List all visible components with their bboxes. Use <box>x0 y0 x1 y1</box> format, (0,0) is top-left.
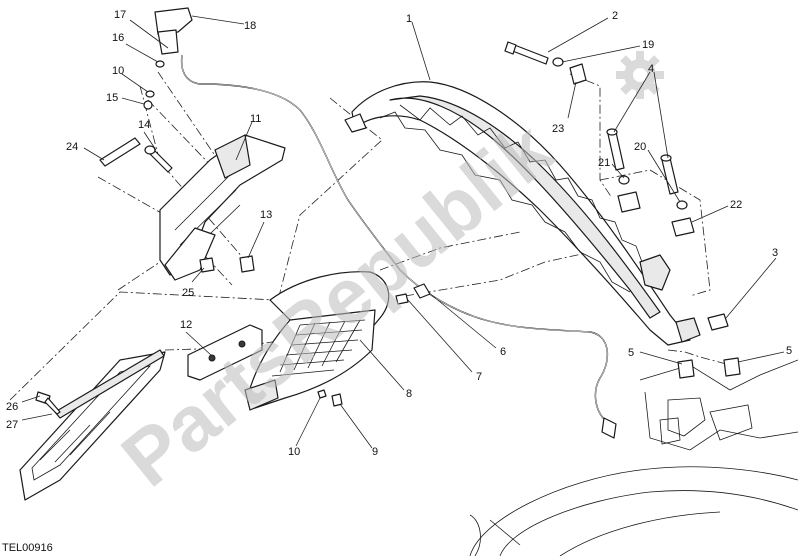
callout-19: 19 <box>642 39 654 51</box>
hardware <box>35 41 741 415</box>
callout-22: 22 <box>730 199 742 211</box>
watermark-text: PartsRepublik <box>105 104 568 503</box>
callout-18: 18 <box>244 20 256 32</box>
callout-26: 26 <box>6 401 18 413</box>
callout-11: 11 <box>250 113 261 125</box>
callout-27: 27 <box>6 419 18 431</box>
rear-subframe <box>344 81 701 346</box>
callout-12: 12 <box>180 319 192 331</box>
callout-labels: 1 2 3 4 5 5 6 7 8 9 10 10 11 12 13 14 15… <box>6 9 792 458</box>
gear-icon <box>616 51 664 99</box>
callout-8: 8 <box>406 388 412 400</box>
license-holder <box>244 271 390 411</box>
license-plate <box>19 349 166 501</box>
callout-24: 24 <box>66 141 78 153</box>
drawing-code: TEL00916 <box>2 542 53 554</box>
callout-25: 25 <box>182 287 194 299</box>
callout-9: 9 <box>372 446 378 458</box>
leader-lines <box>21 15 785 449</box>
callout-6: 6 <box>500 346 506 358</box>
callout-3: 3 <box>772 247 778 259</box>
callout-7: 7 <box>476 371 482 383</box>
callout-14: 14 <box>138 119 150 131</box>
callout-16: 16 <box>112 32 124 44</box>
reflector <box>187 324 263 381</box>
callout-13: 13 <box>260 209 272 221</box>
wiring-harness <box>154 7 617 439</box>
callout-20: 20 <box>634 141 646 153</box>
callout-15: 15 <box>106 92 118 104</box>
rear-frame-outline <box>469 359 798 556</box>
callout-10a: 10 <box>112 65 124 77</box>
callout-17: 17 <box>114 9 126 21</box>
callout-2: 2 <box>612 10 618 22</box>
callout-5b: 5 <box>786 345 792 357</box>
callout-4: 4 <box>648 63 654 75</box>
callout-5a: 5 <box>628 347 634 359</box>
callout-10b: 10 <box>288 446 300 458</box>
callout-21: 21 <box>598 157 610 169</box>
watermark: PartsRepublik <box>105 51 664 503</box>
callout-1: 1 <box>406 13 412 25</box>
callout-23: 23 <box>552 123 564 135</box>
bracket-11 <box>159 134 286 281</box>
